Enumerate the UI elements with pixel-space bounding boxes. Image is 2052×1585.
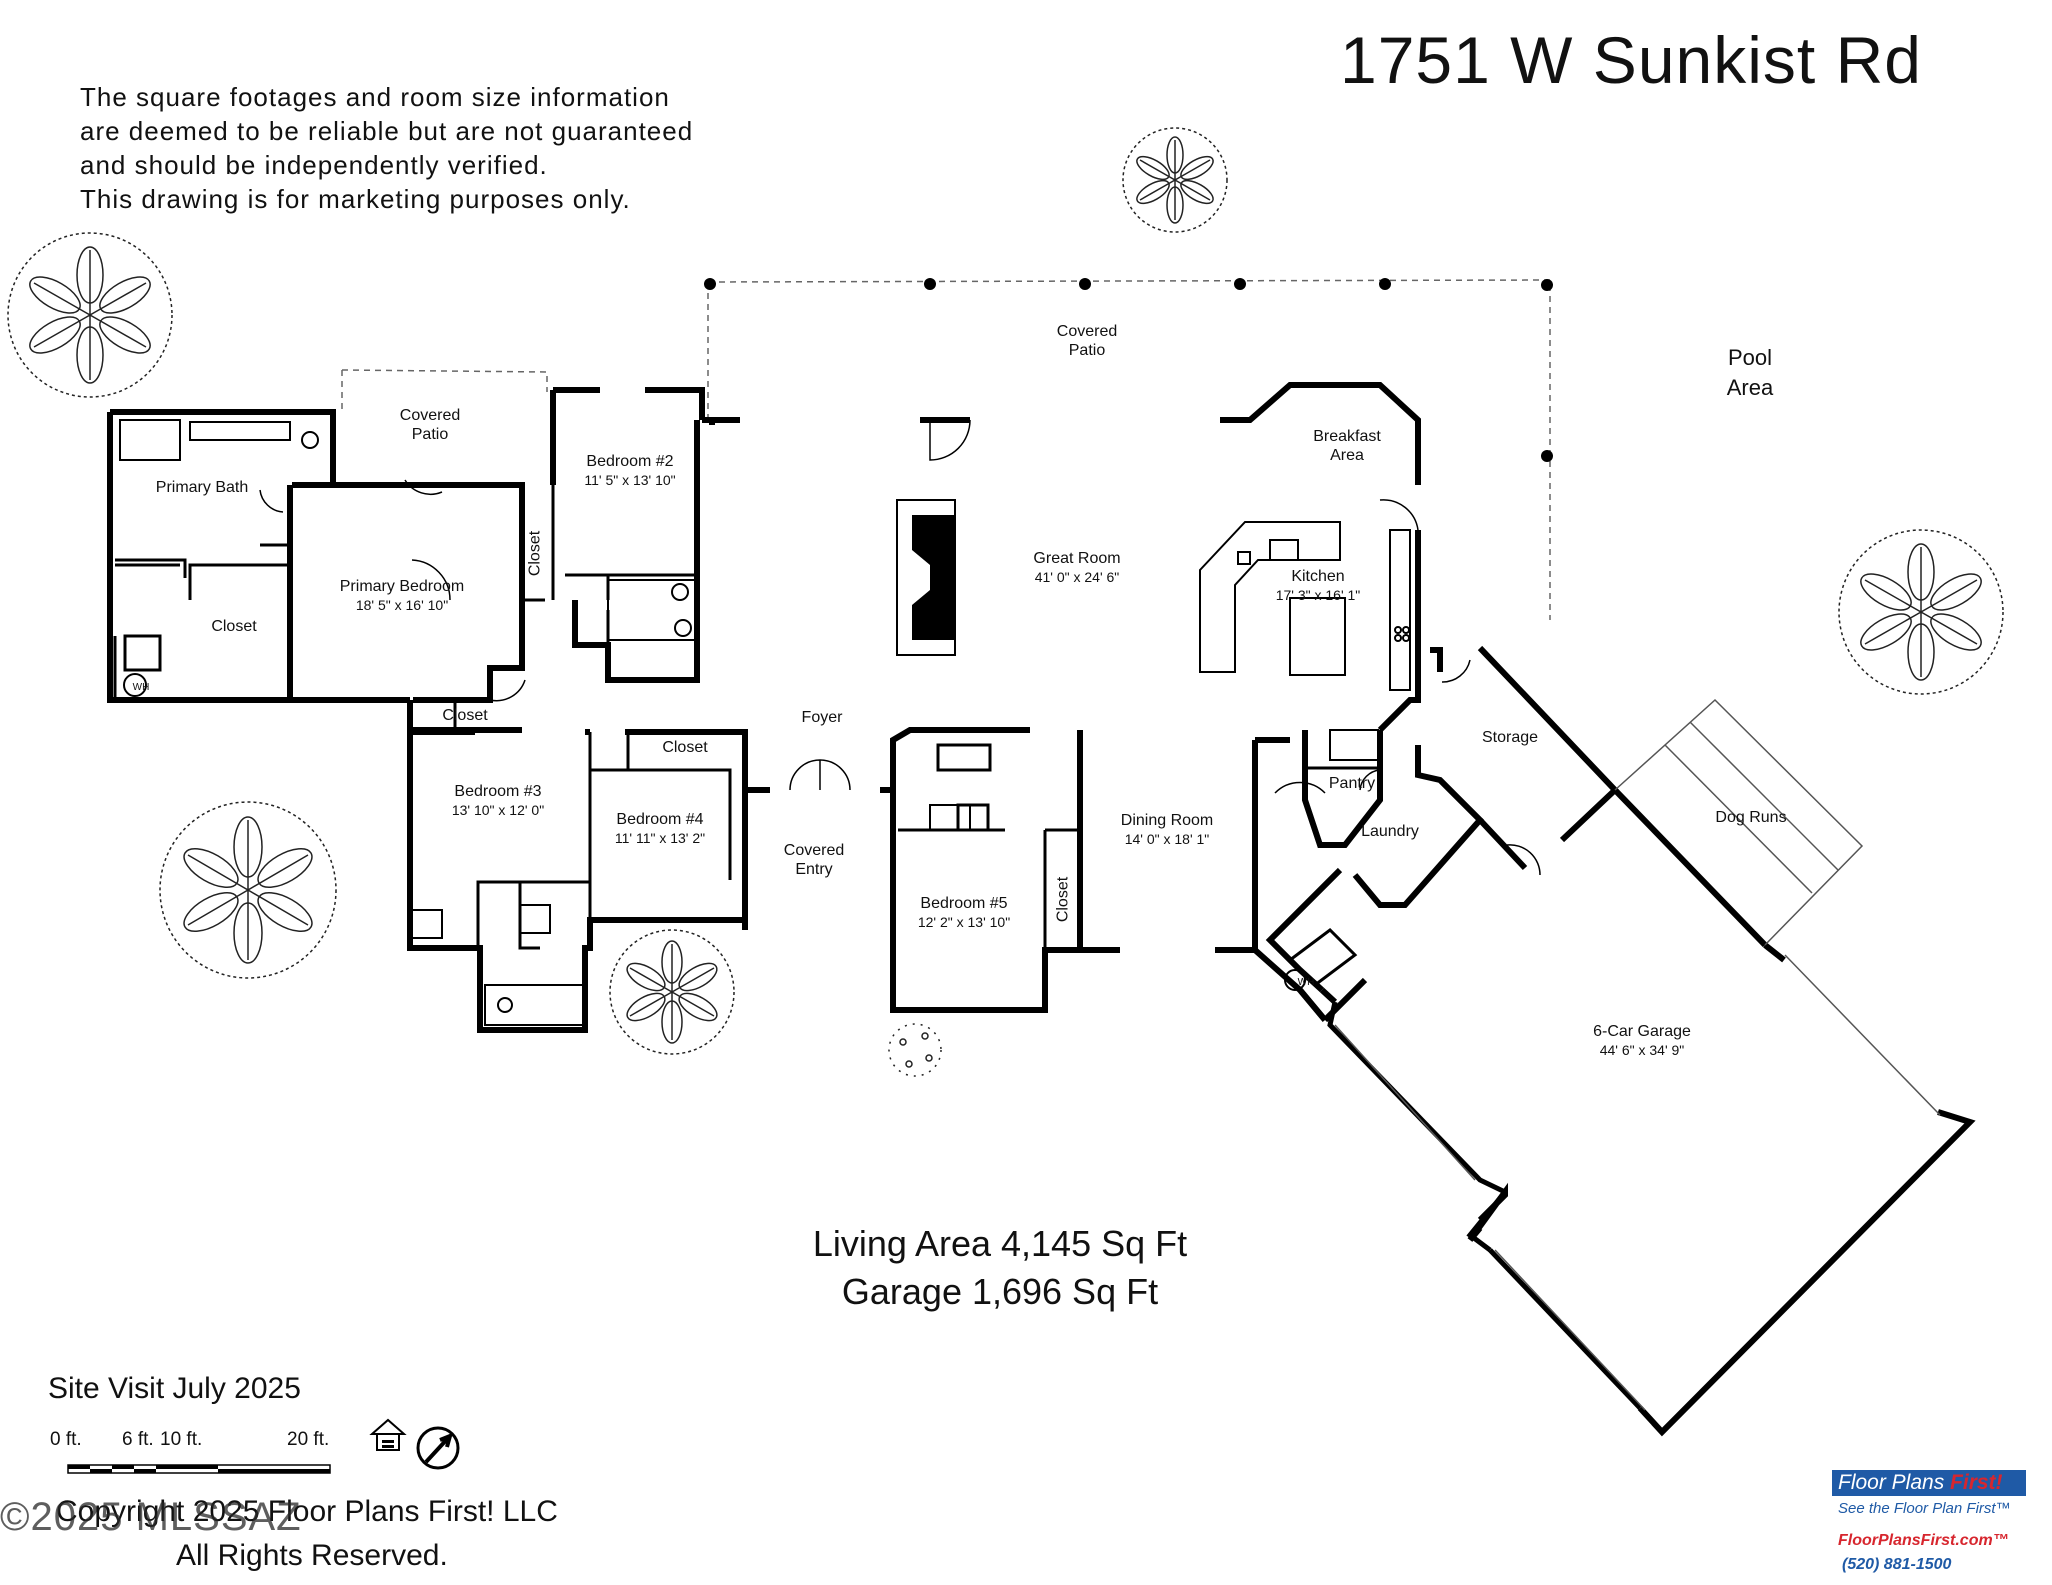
room-label-primary-bath: Primary Bath	[155, 479, 249, 496]
disclaimer-line: are deemed to be reliable but are not gu…	[80, 116, 694, 146]
shrub-icon	[888, 1023, 942, 1077]
interior-walls	[113, 485, 1380, 987]
disclaimer-line: and should be independently verified.	[80, 150, 548, 180]
room-label-primary-bedroom: Primary Bedroom 18' 5" x 16' 10"	[339, 578, 465, 613]
living-area-total: Living Area 4,145 Sq Ft	[812, 1223, 1188, 1264]
room-label-bedroom-3: Bedroom #3 13' 10" x 12' 0"	[451, 783, 545, 818]
room-label-covered-patio-primary: Covered Patio	[399, 407, 461, 443]
water-heater-label: WH	[1297, 977, 1315, 988]
site-visit-date: Site Visit July 2025	[48, 1372, 301, 1405]
disclaimer-line: The square footages and room size inform…	[80, 82, 670, 112]
patio-posts	[704, 278, 1553, 462]
logo-tagline: See the Floor Plan First™	[1838, 1500, 2011, 1517]
floor-plans-first-logo: Floor Plans First!	[1832, 1470, 2026, 1496]
room-label-covered-entry: Covered Entry	[783, 842, 845, 878]
disclaimer-text: The square footages and room size inform…	[80, 80, 693, 216]
room-label-foyer: Foyer	[801, 709, 843, 726]
disclaimer-line: This drawing is for marketing purposes o…	[80, 184, 631, 214]
garage-area-total: Garage 1,696 Sq Ft	[841, 1271, 1159, 1312]
pool-area-label: Pool Area	[1726, 345, 1774, 400]
door-icon	[259, 419, 1541, 876]
logo-url: FloorPlansFirst.com™	[1838, 1532, 2009, 1549]
garage-outline	[1327, 1001, 1642, 1410]
tree-icon	[609, 929, 735, 1055]
mls-watermark: ©2025 MLSSAZ	[0, 1495, 302, 1539]
room-label-great-room: Great Room 41' 0" x 24' 6"	[1033, 550, 1121, 585]
room-label-laundry: Laundry	[1361, 823, 1419, 840]
room-label-garage: 6-Car Garage 44' 6" x 34' 9"	[1593, 1023, 1691, 1058]
area-totals: Living Area 4,145 Sq Ft Garage 1,696 Sq …	[813, 1220, 1187, 1316]
north-arrow-icon	[416, 1426, 460, 1470]
room-label-closet-b4: Closet	[662, 739, 708, 756]
exterior-walls	[107, 382, 1976, 1437]
room-label-covered-patio: Covered Patio	[1056, 323, 1118, 359]
tree-icon	[1122, 127, 1228, 233]
covered-patio-outline	[341, 279, 1551, 620]
scale-bar	[67, 1464, 331, 1474]
room-label-storage: Storage	[1481, 729, 1539, 746]
tree-icon	[159, 801, 337, 979]
room-label-breakfast-area: Breakfast Area	[1313, 428, 1381, 464]
tree-icon	[1838, 529, 2004, 695]
room-label-dog-runs: Dog Runs	[1715, 809, 1787, 826]
scale-label-6: 6 ft.	[122, 1429, 154, 1450]
scale-label-0: 0 ft.	[50, 1429, 82, 1450]
room-label-bedroom-5: Bedroom #5 12' 2" x 13' 10"	[917, 895, 1011, 930]
room-label-primary-closet: Closet	[211, 618, 257, 635]
logo-phone: (520) 881-1500	[1842, 1556, 1952, 1573]
room-label-bedroom-2: Bedroom #2 11' 5" x 13' 10"	[584, 453, 676, 488]
tree-icon	[7, 232, 173, 398]
room-label-pantry: Pantry	[1328, 775, 1376, 792]
room-label-closet-b2: Closet	[526, 530, 544, 577]
scale-label-10: 10 ft.	[160, 1429, 203, 1450]
copyright-notice: Copyright 2025 Floor Plans First! LLC Al…	[56, 1495, 558, 1572]
property-address-title: 1751 W Sunkist Rd	[1340, 23, 1922, 97]
equal-housing-icon	[369, 1418, 407, 1451]
room-label-kitchen: Kitchen 17' 3" x 16' 1"	[1275, 568, 1361, 603]
fireplace-icon	[896, 499, 956, 656]
scale-label-20: 20 ft.	[287, 1429, 330, 1450]
room-label-bedroom-4: Bedroom #4 11' 11" x 13' 2"	[614, 811, 706, 846]
garage-door-lines	[1334, 954, 1941, 1411]
dog-runs-outline	[1614, 698, 1864, 946]
water-heater-label: WH	[132, 682, 150, 693]
kitchen-cabinets	[1199, 521, 1411, 691]
bathroom-fixtures	[119, 419, 1379, 1026]
room-label-dining-room: Dining Room 14' 0" x 18' 1"	[1120, 812, 1214, 847]
room-label-closet-b3: Closet	[442, 707, 488, 724]
room-label-closet-b5: Closet	[1054, 876, 1072, 923]
